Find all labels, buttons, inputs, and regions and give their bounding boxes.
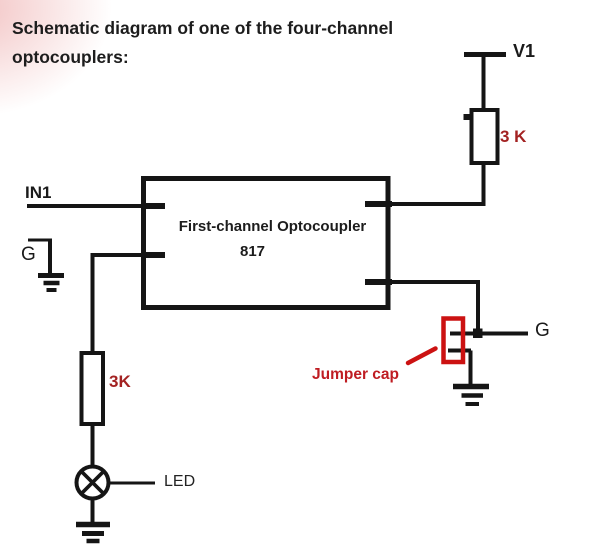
right-ground-label: G [535, 320, 550, 341]
title-line-2: optocouplers: [12, 47, 129, 67]
jumper-cap-symbol [441, 316, 466, 365]
r1-pin-dot [463, 114, 470, 120]
r2-value-label: 3K [109, 372, 131, 391]
optocoupler-box [141, 176, 391, 310]
jumper-cap-label: Jumper cap [312, 366, 400, 383]
optocoupler-text: First-channel Optocoupler 817 [143, 178, 388, 260]
jumper-callout-arrow [405, 346, 438, 366]
led-cross [79, 469, 106, 496]
v1-label: V1 [513, 41, 536, 61]
resistor-r1 [469, 108, 500, 165]
title-line-1: Schematic diagram of one of the four-cha… [12, 18, 394, 38]
r1-value-label: 3 K [500, 127, 527, 146]
optocoupler-title: First-channel Optocoupler [178, 218, 367, 235]
led-label: LED [164, 473, 196, 490]
optocoupler-part-number: 817 [239, 243, 266, 260]
in1-label: IN1 [25, 183, 52, 202]
page-title: Schematic diagram of one of the four-cha… [12, 14, 393, 72]
junction-dot [473, 328, 483, 338]
resistor-r2 [79, 351, 105, 426]
left-ground-label: G [21, 244, 36, 265]
